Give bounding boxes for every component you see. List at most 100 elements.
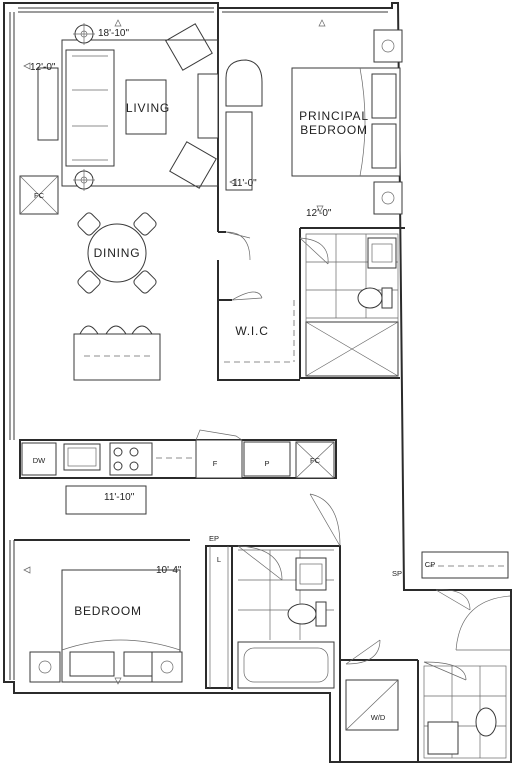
vanity-basin: [371, 243, 393, 263]
bath-door-swing: [237, 545, 283, 581]
cp-label: CP: [425, 560, 435, 569]
powder-door-swing: [423, 661, 467, 681]
lamp-icon: [38, 660, 52, 674]
vanity: [367, 237, 397, 269]
dining-chair: [133, 212, 157, 236]
living-depth-dim: 12'-0": [30, 62, 56, 73]
lamp-icon: [381, 39, 395, 53]
exterior-wall: [3, 2, 512, 763]
wic-shelf: [224, 300, 295, 363]
pillow: [371, 73, 397, 119]
kitchen-width-dim: 11'-10": [104, 492, 135, 503]
dining-chair: [77, 270, 101, 294]
burner-icon: [113, 447, 123, 457]
bedroom-depth-dim: 10'-4": [156, 565, 182, 576]
armchair: [165, 23, 213, 71]
bedroom-label: BEDROOM: [74, 604, 142, 618]
wic-label: W.I.C: [235, 324, 268, 338]
pillow: [69, 651, 115, 677]
lamp-icon: [160, 660, 174, 674]
pantry-label: P: [264, 459, 269, 468]
burner-icon: [129, 461, 139, 471]
cooktop: [109, 442, 153, 476]
toilet: [287, 603, 317, 625]
nightstand: [29, 651, 61, 683]
kitchen-counter: [19, 439, 337, 479]
pillow: [371, 123, 397, 169]
fc-cross-icon: [295, 441, 335, 479]
principal-door-swing: [225, 231, 251, 261]
principal-bedroom-label-2: BEDROOM: [300, 123, 368, 137]
dining-chair: [133, 270, 157, 294]
coffee-table: [125, 79, 167, 135]
dishwasher: [21, 442, 57, 476]
laundry-wall: [339, 659, 419, 762]
toilet: [475, 707, 497, 737]
nightstand: [373, 181, 403, 215]
nightstand: [151, 651, 183, 683]
sp-label: SP: [392, 569, 402, 578]
bathtub-basin: [243, 647, 329, 683]
ensuite-door-swing: [299, 237, 329, 265]
fc-cross-icon: [19, 175, 59, 215]
burner-icon: [113, 461, 123, 471]
dining-table: [87, 223, 147, 283]
bed-sheet-fold: [359, 67, 366, 177]
ep-label: EP: [209, 534, 219, 543]
bath-tiles: [238, 549, 334, 640]
north-window-wall: [18, 7, 214, 13]
shower-slope: [305, 321, 399, 377]
dining-chair: [77, 212, 101, 236]
bedroom-door-swing: [309, 493, 341, 547]
dresser: [225, 111, 253, 191]
lamp-icon: [381, 191, 395, 205]
burner-icon: [129, 447, 139, 457]
bedroom-closet: [205, 545, 233, 689]
bed-sheet-fold: [61, 639, 181, 651]
dining-label: DINING: [94, 246, 141, 260]
fridge: [195, 439, 243, 479]
living-width-dim: 18'-10": [98, 28, 129, 39]
armchair: [169, 141, 217, 189]
entry-door-swing: [455, 595, 511, 651]
fridge-label: F: [213, 459, 218, 468]
coat-closet: [421, 551, 509, 579]
kitchen-sink-basin: [67, 447, 97, 467]
sofa: [65, 49, 115, 167]
wic-door-swing: [231, 291, 263, 301]
vanity-basin: [299, 563, 323, 585]
principal-depth-dim: 12'-0": [306, 208, 332, 219]
powder-floor: [423, 665, 507, 759]
fc-kitchen-label: FC: [310, 456, 321, 465]
bar-stools: [79, 325, 153, 335]
linen-label: L: [217, 555, 221, 564]
dimension-arrows: [23, 19, 326, 685]
console: [197, 73, 219, 139]
fc-living-label: FC: [34, 191, 45, 200]
lamp-cross: [73, 23, 95, 191]
desk: [65, 485, 147, 515]
toilet: [357, 287, 383, 309]
bathtub: [237, 641, 335, 689]
closet-door-swing: [435, 589, 471, 611]
west-window-wall: [9, 12, 15, 680]
kitchen-island: [73, 333, 161, 381]
sofa-cushions: [72, 55, 108, 161]
principal-bedroom-label: PRINCIPAL: [299, 109, 369, 123]
wd-label: W/D: [371, 713, 386, 722]
vanity: [295, 557, 327, 591]
laundry-door-swing: [345, 639, 381, 665]
closet-doors: [209, 546, 229, 688]
powder-tiles: [424, 666, 506, 758]
dw-label: DW: [33, 456, 46, 465]
living-label: LIVING: [126, 101, 170, 115]
media-unit: [37, 67, 59, 141]
vanity: [427, 721, 459, 755]
wd-diag: [345, 679, 399, 731]
principal-armchair: [225, 59, 263, 107]
toilet-tank: [381, 287, 393, 309]
ensuite-tiles: [306, 234, 398, 319]
fridge-door-swing: [195, 429, 243, 441]
pantry: [243, 441, 291, 477]
